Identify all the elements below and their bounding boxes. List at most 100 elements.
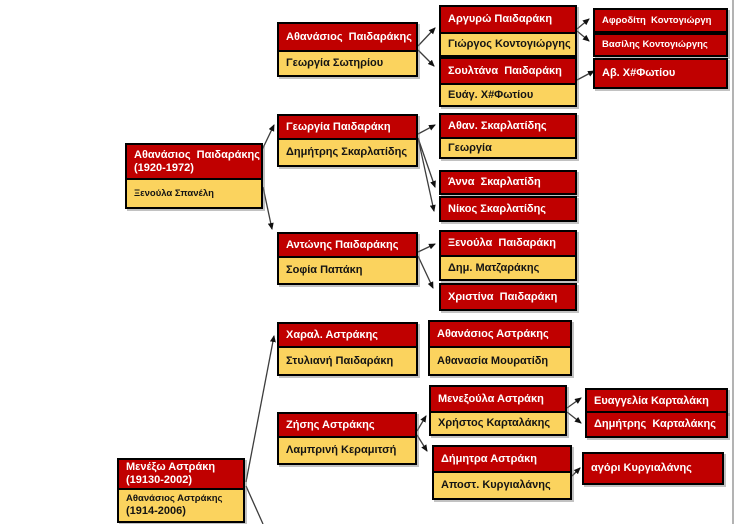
person-name-cell: Αργυρώ Παιδαράκη bbox=[441, 7, 575, 32]
person-name-text: Δημήτρης Καρταλάκης bbox=[594, 418, 716, 431]
person-box-athanasios-paidarakis-1920[interactable]: Αθανάσιος Παιδαράκης(1920-1972) Ξενούλα Σ… bbox=[125, 143, 263, 209]
person-name-text: Αντώνης Παιδαράκης bbox=[286, 238, 399, 251]
person-box-agori-kyrgialanis[interactable]: αγόρι Κυργιαλάνης bbox=[582, 452, 724, 485]
spouse-name-cell: Ξενούλα Σπανέλη bbox=[127, 178, 261, 207]
connector-arrow bbox=[576, 70, 595, 81]
person-name-text: Αθανασία Μουρατίδη bbox=[437, 354, 549, 367]
person-name-text: Γεωργία bbox=[448, 141, 492, 154]
person-name-cell: Βασίλης Κοντογιώργης bbox=[595, 35, 726, 55]
connector-arrow bbox=[417, 243, 436, 253]
spouse-name-cell: Δημ. Ματζαράκης bbox=[441, 255, 575, 279]
person-name-text: Χριστίνα Παιδαράκη bbox=[448, 290, 558, 303]
connector-arrow bbox=[417, 255, 434, 289]
person-name-cell: Αθαν. Σκαρλατίδης bbox=[441, 115, 575, 137]
person-name-cell: Γεωργία Παιδαράκη bbox=[279, 116, 416, 138]
person-name-text: Αθανάσιος Αστράκης bbox=[126, 493, 223, 505]
person-box-menexo-astraki-1913[interactable]: Μενέξω Αστράκη(19130-2002) Αθανάσιος Αστρ… bbox=[117, 458, 245, 523]
person-name-text: Ευάγ. Χ#Φωτίου bbox=[448, 88, 534, 101]
person-name-cell: Αθανάσιος Παιδαράκης bbox=[279, 24, 416, 50]
spouse-name-cell: Ευάγ. Χ#Φωτίου bbox=[441, 83, 575, 105]
person-box-vasilis-kontogiorgis[interactable]: Βασίλης Κοντογιώργης bbox=[593, 33, 728, 57]
person-name-cell: Αθανάσιος Αστράκης bbox=[430, 322, 570, 346]
person-name-text: Αθανάσιος Αστράκης bbox=[437, 327, 549, 340]
person-name-text: Αφροδίτη Κοντογιώργη bbox=[602, 14, 712, 26]
person-name-text: αγόρι Κυργιαλάνης bbox=[591, 462, 692, 475]
person-name-text: Αθανάσιος Παιδαράκης bbox=[134, 148, 261, 161]
person-name-text: (1914-2006) bbox=[126, 504, 186, 517]
spouse-name-cell: Γεωργία Σωτηρίου bbox=[279, 50, 416, 75]
person-name-cell: Άννα Σκαρλατίδη bbox=[441, 172, 575, 193]
person-name-cell: Μενεξούλα Αστράκη bbox=[431, 387, 565, 411]
person-name-cell: Αντώνης Παιδαράκης bbox=[279, 234, 416, 256]
person-name-text: Ξενούλα Σπανέλη bbox=[134, 187, 214, 199]
connector-arrow bbox=[417, 49, 435, 67]
person-name-cell: Χριστίνα Παιδαράκη bbox=[441, 285, 575, 309]
person-name-cell: Σουλτάνα Παιδαράκη bbox=[441, 59, 575, 83]
person-name-text: Αβ. Χ#Φωτίου bbox=[602, 67, 676, 80]
person-name-cell: Χαραλ. Αστράκης bbox=[279, 324, 416, 346]
person-name-text: Γεωργία Παιδαράκη bbox=[286, 120, 391, 133]
person-name-text: Σουλτάνα Παιδαράκη bbox=[448, 64, 562, 77]
person-name-text: Αθανάσιος Παιδαράκης bbox=[286, 30, 413, 43]
connector-arrow bbox=[416, 415, 427, 432]
person-name-cell: Δήμητρα Αστράκη bbox=[434, 447, 570, 471]
spouse-name-cell: Αποστ. Κυργιαλάνης bbox=[434, 471, 570, 498]
person-name-text: Γεωργία Σωτηρίου bbox=[286, 57, 384, 70]
person-name-text: (1920-1972) bbox=[134, 161, 194, 174]
person-name-text: Αργυρώ Παιδαράκη bbox=[448, 13, 553, 26]
connector-arrow bbox=[262, 186, 274, 230]
spouse-name-cell: Γεωργία bbox=[441, 137, 575, 157]
spouse-name-cell: Στυλιανή Παιδαράκη bbox=[279, 346, 416, 374]
person-name-text: Χαραλ. Αστράκης bbox=[286, 328, 379, 341]
person-name-text: Στυλιανή Παιδαράκη bbox=[286, 354, 394, 367]
person-box-anna-skarlatidi[interactable]: Άννα Σκαρλατίδη bbox=[439, 170, 577, 195]
person-name-text: Δήμητρα Αστράκη bbox=[441, 452, 537, 465]
spouse-name-cell: Αθανασία Μουρατίδη bbox=[430, 346, 570, 374]
person-box-nikos-skarlatidis[interactable]: Νίκος Σκαρλατίδης bbox=[439, 196, 577, 222]
spouse-name-cell: Χρήστος Καρταλάκης bbox=[431, 411, 565, 434]
person-name-cell: Αθανάσιος Παιδαράκης(1920-1972) bbox=[127, 145, 261, 178]
spouse-name-cell: Σοφία Παπάκη bbox=[279, 256, 416, 283]
person-box-dimitris-kartalakis[interactable]: Δημήτρης Καρταλάκης bbox=[585, 411, 728, 438]
person-name-text: (19130-2002) bbox=[126, 474, 193, 486]
person-box-afroditi-kontogiorgi[interactable]: Αφροδίτη Κοντογιώργη bbox=[593, 8, 728, 33]
person-name-text: Ξενούλα Παιδαράκη bbox=[448, 237, 557, 250]
person-name-text: Μενέξω Αστράκη bbox=[126, 461, 216, 474]
connector-arrow bbox=[417, 137, 436, 212]
connector-arrow bbox=[261, 124, 275, 151]
person-name-text: Χρήστος Καρταλάκης bbox=[438, 417, 551, 430]
person-box-av-xfotiou[interactable]: Αβ. Χ#Φωτίου bbox=[593, 58, 728, 89]
person-name-text: Δημήτρης Σκαρλατίδης bbox=[286, 146, 408, 159]
person-box-christina-paidaraki[interactable]: Χριστίνα Παιδαράκη bbox=[439, 283, 577, 311]
connector-arrow bbox=[417, 27, 436, 47]
connector-arrow bbox=[245, 335, 276, 483]
window-edge-line bbox=[732, 0, 734, 524]
connector-arrow bbox=[571, 467, 581, 477]
person-name-text: Βασίλης Κοντογιώργης bbox=[602, 39, 708, 51]
spouse-name-cell: Αθανάσιος Αστράκης(1914-2006) bbox=[119, 488, 243, 521]
person-name-cell: Αβ. Χ#Φωτίου bbox=[595, 60, 726, 87]
connector-arrow bbox=[417, 137, 436, 188]
spouse-name-cell: Λαμπρινή Κεραμιτσή bbox=[279, 436, 415, 463]
connector-arrow bbox=[417, 124, 436, 135]
connector-arrow bbox=[576, 18, 590, 30]
connector-arrow bbox=[566, 397, 582, 409]
person-name-text: Δημ. Ματζαράκης bbox=[448, 261, 540, 274]
person-name-cell: Δημήτρης Καρταλάκης bbox=[587, 413, 726, 436]
person-name-cell: αγόρι Κυργιαλάνης bbox=[584, 454, 722, 483]
person-name-cell: Αφροδίτη Κοντογιώργη bbox=[595, 10, 726, 31]
